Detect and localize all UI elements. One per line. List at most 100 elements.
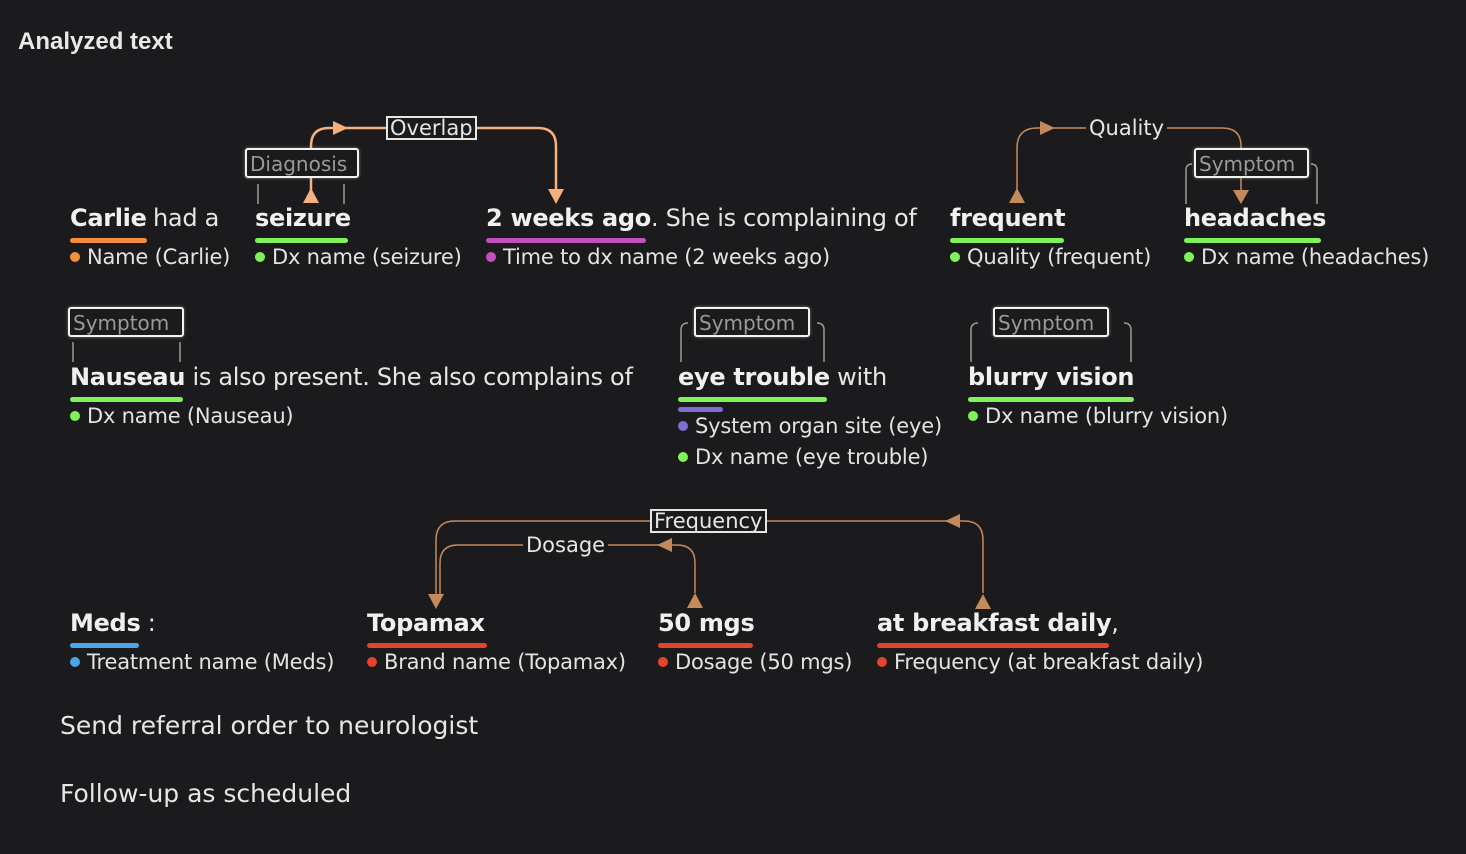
tag-symptom-blurry: Symptom <box>993 307 1109 337</box>
text-complaining: . She is complaining of <box>650 204 917 232</box>
headaches-bracket <box>1185 163 1318 204</box>
label-eye-site-text: System organ site (eye) <box>695 414 942 438</box>
text-nauseau-sentence: Nauseau is also present. She also compla… <box>70 363 633 391</box>
dot-red <box>658 657 668 667</box>
underline-carlie <box>70 238 147 243</box>
text-breakfast: at breakfast daily, <box>877 609 1119 637</box>
label-two-weeks: Time to dx name (2 weeks ago) <box>486 245 830 269</box>
entity-breakfast[interactable]: at breakfast daily <box>877 609 1112 637</box>
label-blurry: Dx name (blurry vision) <box>968 404 1228 428</box>
underline-topamax <box>367 643 487 648</box>
label-topamax-text: Brand name (Topamax) <box>384 650 626 674</box>
underline-headaches <box>1184 238 1321 243</box>
dosage-label: Dosage <box>523 533 609 557</box>
overlap-arrow-start <box>303 188 319 203</box>
dosage-arrow-start <box>687 593 703 608</box>
entity-blurry-vision[interactable]: blurry vision <box>968 363 1135 391</box>
underline-frequent <box>950 238 1064 243</box>
note-followup: Follow-up as scheduled <box>60 779 352 808</box>
page-title: Analyzed text <box>18 28 173 55</box>
text-eye-trouble-sentence: eye trouble with <box>678 363 887 391</box>
label-nauseau-text: Dx name (Nauseau) <box>87 404 294 428</box>
overlap-label: Overlap <box>386 116 477 140</box>
text-also-present: is also present. She also complains of <box>192 363 633 391</box>
entity-nauseau[interactable]: Nauseau <box>70 363 186 391</box>
label-seizure: Dx name (seizure) <box>255 245 462 269</box>
underline-breakfast <box>877 643 1109 648</box>
overlap-arrow-mid <box>333 121 348 135</box>
dot-green <box>950 252 960 262</box>
label-headaches-text: Dx name (headaches) <box>1201 245 1430 269</box>
label-eye-trouble: Dx name (eye trouble) <box>678 445 928 469</box>
label-topamax: Brand name (Topamax) <box>367 650 626 674</box>
tag-symptom-eye-trouble: Symptom <box>694 307 810 337</box>
entity-two-weeks[interactable]: 2 weeks ago <box>486 204 651 232</box>
tag-diagnosis: Diagnosis <box>245 148 359 178</box>
label-breakfast: Frequency (at breakfast daily) <box>877 650 1203 674</box>
dot-green <box>255 252 265 262</box>
dot-green <box>678 452 688 462</box>
underline-nauseau <box>70 397 183 402</box>
underline-eye-trouble <box>678 397 827 402</box>
entity-meds[interactable]: Meds <box>70 609 141 637</box>
frequency-label: Frequency <box>650 509 767 533</box>
underline-dosage <box>658 643 753 648</box>
underline-blurry <box>968 397 1134 402</box>
frequency-arrow-end <box>428 594 444 609</box>
text-had-a: had a <box>153 204 219 232</box>
text-with: with <box>837 363 887 391</box>
underline-eye <box>678 407 723 412</box>
frequency-arrow-start <box>975 594 991 609</box>
tag-symptom-headaches: Symptom <box>1194 148 1309 178</box>
entity-dosage[interactable]: 50 mgs <box>658 609 755 637</box>
label-blurry-text: Dx name (blurry vision) <box>985 404 1228 428</box>
underline-two-weeks <box>486 238 646 243</box>
label-seizure-text: Dx name (seizure) <box>272 245 462 269</box>
dot-magenta <box>486 252 496 262</box>
label-eye-site: System organ site (eye) <box>678 414 942 438</box>
label-meds-text: Treatment name (Meds) <box>87 650 335 674</box>
dosage-arrow-mid <box>657 538 672 552</box>
underline-seizure <box>255 238 348 243</box>
label-frequent-text: Quality (frequent) <box>967 245 1152 269</box>
label-nauseau: Dx name (Nauseau) <box>70 404 294 428</box>
entity-topamax[interactable]: Topamax <box>367 609 485 637</box>
label-carlie-text: Name (Carlie) <box>87 245 231 269</box>
quality-arrow-start <box>1009 188 1025 203</box>
entity-eye-trouble[interactable]: eye trouble <box>678 363 830 391</box>
dot-red <box>877 657 887 667</box>
quality-label: Quality <box>1086 116 1168 140</box>
underline-meds <box>70 643 139 648</box>
frequency-arrow-mid <box>945 514 960 528</box>
text-comma: , <box>1111 609 1119 637</box>
text-colon: : <box>147 609 156 637</box>
entity-frequent[interactable]: frequent <box>950 204 1066 232</box>
label-carlie: Name (Carlie) <box>70 245 230 269</box>
label-meds: Treatment name (Meds) <box>70 650 334 674</box>
dot-red <box>367 657 377 667</box>
quality-arrow-end <box>1233 190 1249 204</box>
entity-headaches[interactable]: headaches <box>1184 204 1327 232</box>
label-eye-trouble-text: Dx name (eye trouble) <box>695 445 929 469</box>
label-dosage-text: Dosage (50 mgs) <box>675 650 853 674</box>
label-dosage: Dosage (50 mgs) <box>658 650 852 674</box>
eye-trouble-bracket <box>680 322 825 362</box>
nauseau-bracket <box>72 342 181 362</box>
dot-blue <box>70 657 80 667</box>
label-two-weeks-text: Time to dx name (2 weeks ago) <box>503 245 830 269</box>
label-frequent: Quality (frequent) <box>950 245 1151 269</box>
text-two-weeks-sentence: 2 weeks ago. She is complaining of <box>486 204 917 232</box>
quality-arrow-mid <box>1040 121 1055 135</box>
dot-green <box>70 411 80 421</box>
tag-symptom-nauseau: Symptom <box>68 307 184 337</box>
dot-orange <box>70 252 80 262</box>
entity-carlie[interactable]: Carlie <box>70 204 147 232</box>
label-headaches: Dx name (headaches) <box>1184 245 1429 269</box>
label-breakfast-text: Frequency (at breakfast daily) <box>894 650 1204 674</box>
dot-green <box>1184 252 1194 262</box>
dot-purple <box>678 421 688 431</box>
entity-seizure[interactable]: seizure <box>255 204 351 232</box>
overlap-arrow-end <box>548 189 564 204</box>
text-meds: Meds : <box>70 609 156 637</box>
